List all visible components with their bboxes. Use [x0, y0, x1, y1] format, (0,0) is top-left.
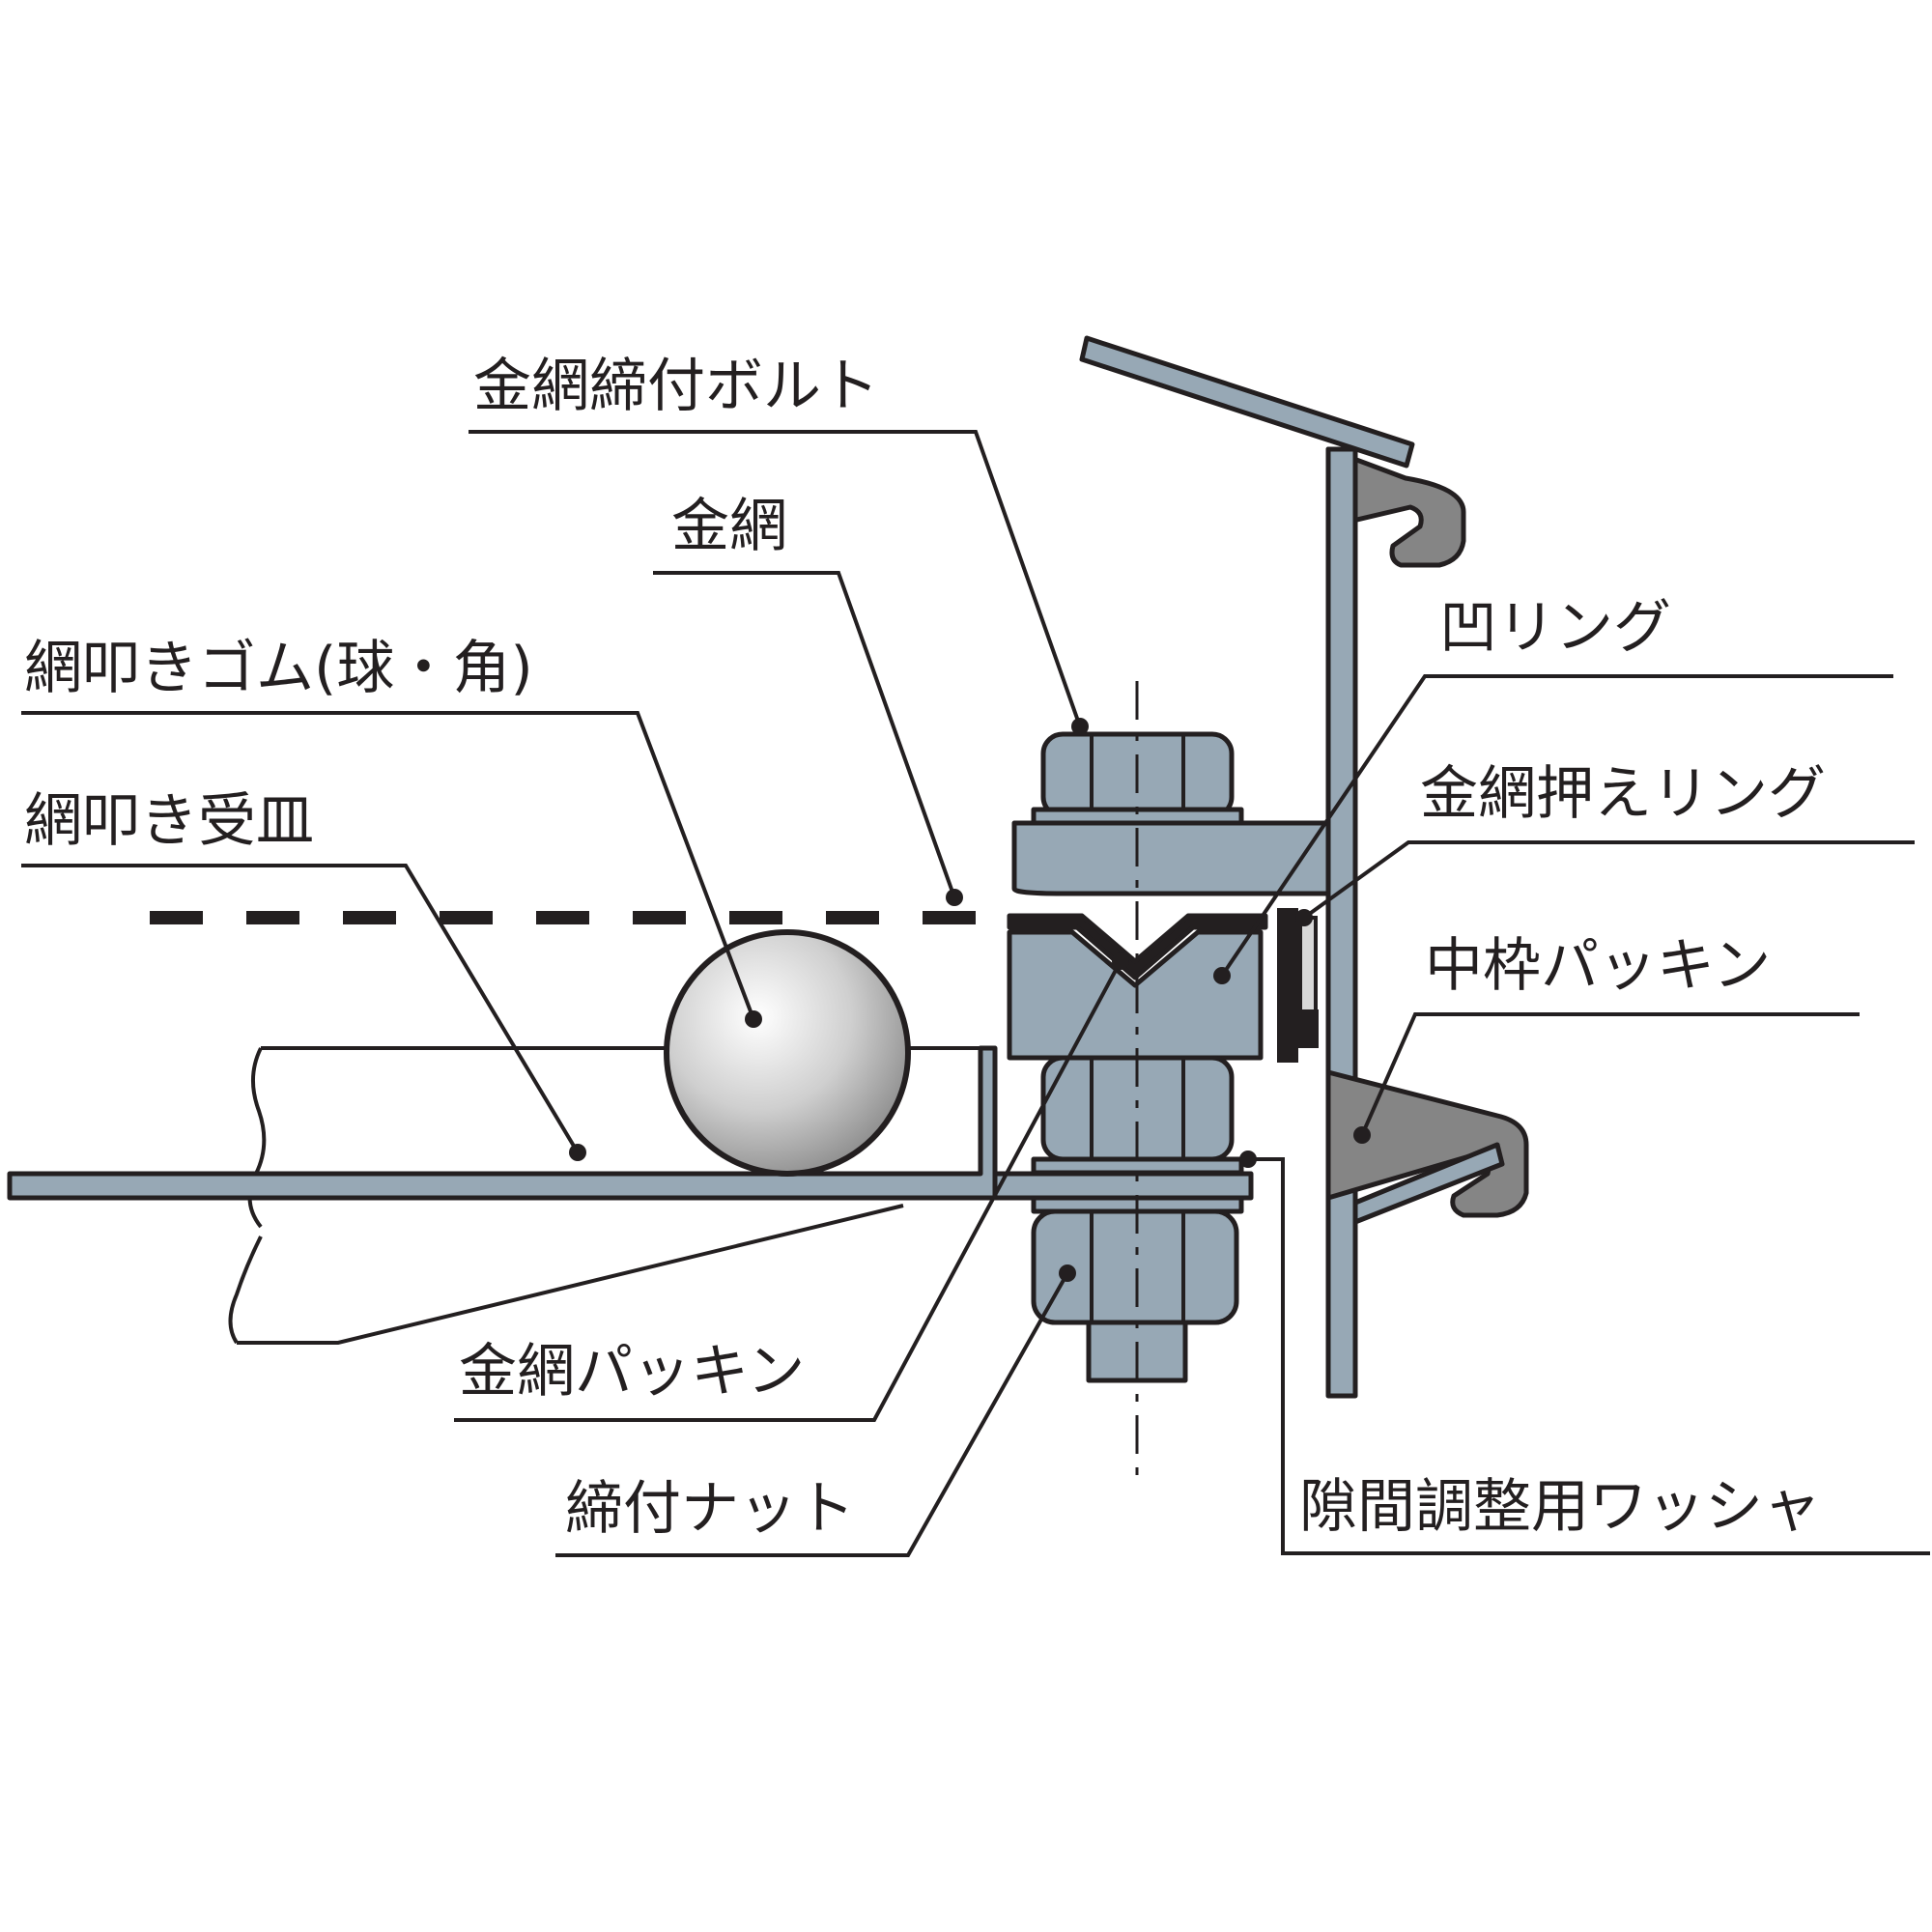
tapping-rubber-ball: [664, 929, 911, 1177]
label-frame-packing: 中枠パッキン: [1425, 932, 1771, 1000]
outer-frame: [1079, 335, 1529, 1399]
leader-lines: [21, 430, 1930, 1557]
bolt-assembly: [1007, 681, 1331, 1478]
label-gap-washer: 隙間調整用ワッシャ: [1299, 1473, 1821, 1541]
label-bolt: 金網締付ボルト: [473, 353, 879, 420]
label-mesh: 金網: [671, 493, 787, 560]
label-tapping-tray: 網叩き受皿: [24, 787, 314, 855]
frame-packing-clip: [1277, 908, 1319, 1063]
label-concave-ring: 凹リング: [1439, 594, 1671, 662]
label-mesh-packing: 金網パッキン: [459, 1338, 805, 1406]
label-nut: 締付ナット: [565, 1475, 855, 1543]
label-tapping-rubber: 網叩きゴム(球・角): [24, 635, 533, 702]
labels: 金網締付ボルト 金網 網叩きゴム(球・角) 網叩き受皿 凹リング 金網押えリング…: [24, 353, 1826, 1543]
label-mesh-holding-ring: 金網押えリング: [1420, 760, 1826, 828]
